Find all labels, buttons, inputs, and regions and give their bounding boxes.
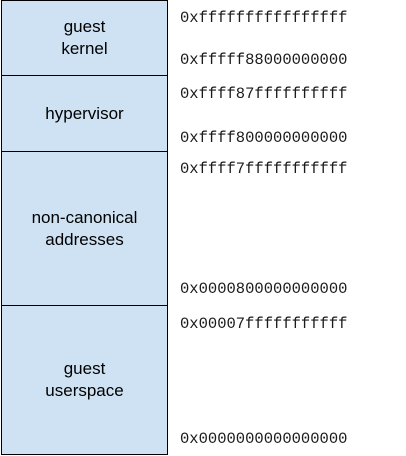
address-guest-kernel-end: 0xffffffffffffffff — [180, 9, 348, 27]
address-guest-userspace-start: 0x0000000000000000 — [180, 430, 348, 448]
region-guest-userspace: guest userspace — [1, 305, 168, 455]
region-hypervisor: hypervisor — [1, 75, 168, 152]
region-guest-kernel: guest kernel — [1, 0, 168, 76]
address-hypervisor-end: 0xffff87ffffffffff — [180, 85, 348, 103]
region-label-non-canonical: non-canonical addresses — [31, 207, 138, 249]
address-guest-kernel-start: 0xfffff88000000000 — [180, 51, 348, 69]
region-label-hypervisor: hypervisor — [45, 103, 124, 123]
address-non-canonical-start: 0x0000800000000000 — [180, 280, 348, 298]
address-non-canonical-end: 0xffff7fffffffffff — [180, 160, 348, 178]
region-label-guest-kernel: guest kernel — [61, 17, 108, 58]
region-label-guest-userspace: guest userspace — [45, 359, 124, 400]
region-non-canonical: non-canonical addresses — [1, 151, 168, 306]
address-guest-userspace-end: 0x00007fffffffffff — [180, 315, 348, 333]
address-hypervisor-start: 0xffff800000000000 — [180, 129, 348, 147]
